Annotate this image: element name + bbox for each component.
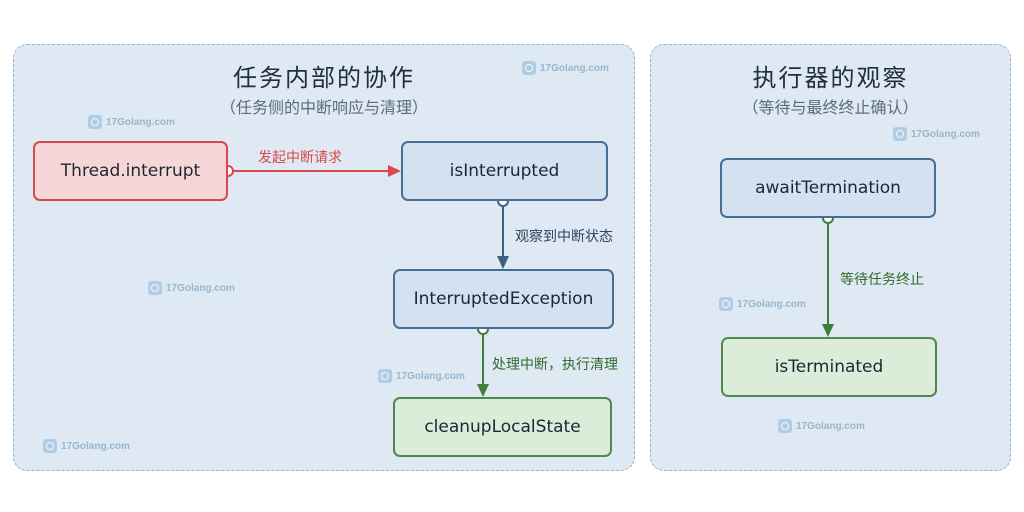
right-panel-title: 执行器的观察 [752,64,909,92]
watermark: 17Golang.com [522,61,609,75]
left-panel-title: 任务内部的协作 [233,64,415,92]
watermark: 17Golang.com [719,297,806,311]
edge-label-wait-tasks-end: 等待任务终止 [840,272,924,288]
edge-label-request-interrupt: 发起中断请求 [258,150,342,166]
watermark: 17Golang.com [893,127,980,141]
watermark-logo-icon [43,439,57,453]
watermark: 17Golang.com [88,115,175,129]
node-cleanup-local-state: cleanupLocalState [393,397,612,457]
right-panel [650,44,1011,471]
edge-label-observe-interrupt: 观察到中断状态 [515,229,613,245]
watermark-logo-icon [148,281,162,295]
node-await-termination: awaitTermination [720,158,936,218]
node-thread-interrupt: Thread.interrupt [33,141,228,201]
node-interrupted-exception: InterruptedException [393,269,614,329]
right-panel-subtitle: （等待与最终终止确认） [742,98,919,117]
watermark: 17Golang.com [148,281,235,295]
watermark: 17Golang.com [43,439,130,453]
watermark-logo-icon [88,115,102,129]
watermark-logo-icon [893,127,907,141]
watermark-logo-icon [378,369,392,383]
watermark: 17Golang.com [378,369,465,383]
watermark-logo-icon [778,419,792,433]
watermark: 17Golang.com [778,419,865,433]
edge-label-handle-and-cleanup: 处理中断，执行清理 [492,357,618,373]
watermark-logo-icon [522,61,536,75]
node-is-interrupted: isInterrupted [401,141,608,201]
watermark-logo-icon [719,297,733,311]
left-panel-subtitle: （任务侧的中断响应与清理） [219,98,428,117]
node-is-terminated: isTerminated [721,337,937,397]
